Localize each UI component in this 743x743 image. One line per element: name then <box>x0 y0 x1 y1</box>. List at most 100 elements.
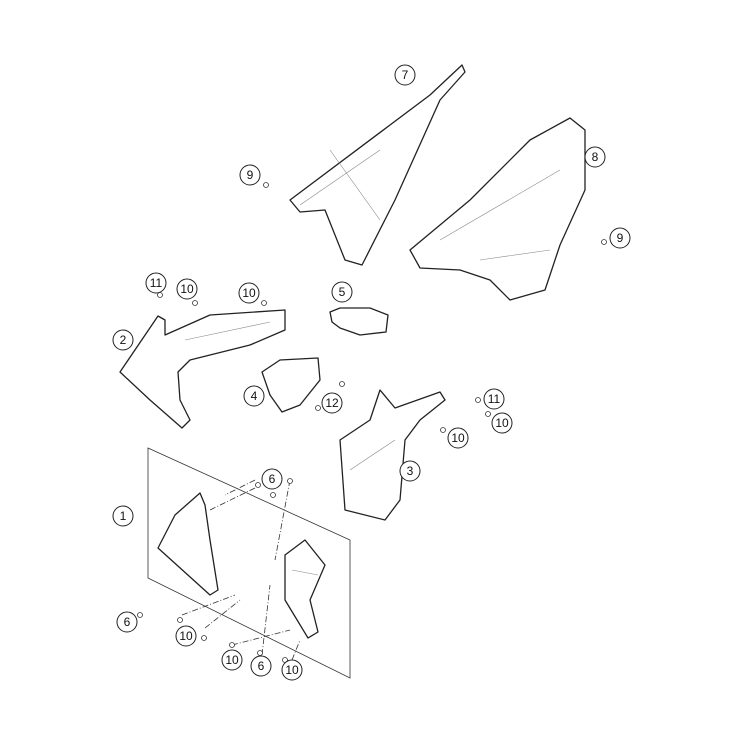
part-1b-spoiler <box>284 539 326 639</box>
callout-12: 12 <box>321 392 343 414</box>
fastener <box>315 405 321 411</box>
callout-circle <box>331 281 353 303</box>
callout-4: 4 <box>243 385 265 407</box>
callout-label: 6 <box>124 615 131 629</box>
callout-circle <box>243 385 265 407</box>
callout-circle <box>221 649 243 671</box>
callout-10: 10 <box>281 659 303 681</box>
part-detail-line <box>291 569 319 576</box>
callout-1: 1 <box>112 505 134 527</box>
callout-label: 10 <box>495 416 509 430</box>
fastener <box>192 300 198 306</box>
part-5-bracket <box>329 307 389 336</box>
fastener <box>137 612 143 618</box>
callout-label: 10 <box>180 282 194 296</box>
callout-6: 6 <box>116 611 138 633</box>
callout-label: 3 <box>407 464 414 478</box>
callout-9: 9 <box>239 164 261 186</box>
fastener <box>270 492 276 498</box>
callout-label: 10 <box>179 629 193 643</box>
part-detail-line <box>439 169 561 241</box>
leader-line <box>231 629 291 646</box>
callout-circle <box>281 659 303 681</box>
callout-circle <box>321 392 343 414</box>
kit-frame <box>147 447 351 679</box>
part-7-side-cover <box>289 64 466 266</box>
callout-label: 10 <box>242 286 256 300</box>
callout-10: 10 <box>491 412 513 434</box>
callout-10: 10 <box>175 625 197 647</box>
callout-10: 10 <box>447 427 469 449</box>
callout-8: 8 <box>584 146 606 168</box>
callout-label: 10 <box>225 653 239 667</box>
fastener <box>475 397 481 403</box>
callout-7: 7 <box>394 64 416 86</box>
callout-10: 10 <box>238 282 260 304</box>
fastener <box>261 300 267 306</box>
callout-label: 6 <box>258 659 265 673</box>
callout-circle <box>394 64 416 86</box>
callout-2: 2 <box>112 329 134 351</box>
fastener <box>255 482 261 488</box>
fastener <box>263 182 269 188</box>
fastener <box>440 427 446 433</box>
callout-label: 5 <box>339 285 346 299</box>
callout-6: 6 <box>250 655 272 677</box>
callout-11: 11 <box>145 272 167 294</box>
fastener <box>339 381 345 387</box>
callout-circle <box>145 272 167 294</box>
callout-label: 2 <box>120 333 127 347</box>
callout-label: 9 <box>247 168 254 182</box>
callout-circle <box>112 329 134 351</box>
fastener <box>177 617 183 623</box>
callout-label: 6 <box>269 472 276 486</box>
callout-label: 11 <box>150 276 163 290</box>
leader-line <box>224 479 256 496</box>
part-detail-line <box>299 149 381 206</box>
callout-10: 10 <box>221 649 243 671</box>
callout-label: 1 <box>120 509 127 523</box>
fastener <box>201 635 207 641</box>
callout-circle <box>483 388 505 410</box>
callout-circle <box>239 164 261 186</box>
callout-circle <box>176 278 198 300</box>
callout-circle <box>491 412 513 434</box>
part-detail-line <box>349 439 396 471</box>
callout-circle <box>261 468 283 490</box>
callout-circle <box>112 505 134 527</box>
leader-line <box>274 479 291 561</box>
part-detail-line <box>184 321 271 341</box>
leader-line <box>204 599 241 629</box>
callout-label: 8 <box>592 150 599 164</box>
leader-line <box>261 584 271 656</box>
callout-6: 6 <box>261 468 283 490</box>
callout-circle <box>609 227 631 249</box>
part-detail-line <box>479 249 551 261</box>
callout-circle <box>116 611 138 633</box>
callout-label: 10 <box>285 663 299 677</box>
fastener <box>287 478 293 484</box>
part-8-side-cover <box>409 117 586 301</box>
leader-line <box>209 487 256 511</box>
leader-line <box>291 639 301 661</box>
callout-label: 9 <box>617 231 624 245</box>
callout-label: 4 <box>251 389 258 403</box>
callout-3: 3 <box>399 460 421 482</box>
callout-label: 11 <box>488 392 501 406</box>
fastener <box>485 411 491 417</box>
callout-circle <box>175 625 197 647</box>
callout-circle <box>584 146 606 168</box>
part-4-air-duct <box>261 357 321 413</box>
callout-5: 5 <box>331 281 353 303</box>
callout-circle <box>238 282 260 304</box>
callout-label: 7 <box>402 68 409 82</box>
leader-line <box>181 594 236 616</box>
callout-circle <box>447 427 469 449</box>
part-1a-spoiler <box>157 492 219 596</box>
fastener <box>257 650 263 656</box>
part-2-shroud <box>119 309 286 429</box>
callout-circle <box>399 460 421 482</box>
part-3-number-plate <box>339 389 446 521</box>
